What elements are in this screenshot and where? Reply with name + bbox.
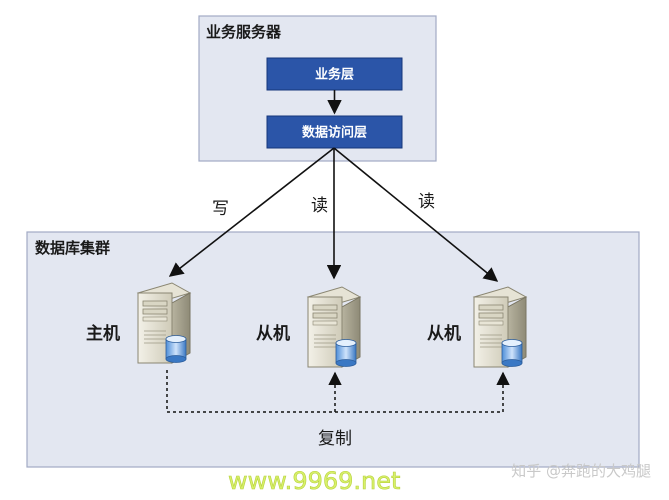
read-label-2: 读 — [418, 192, 435, 212]
data-access-layer-label: 数据访问层 — [302, 125, 367, 141]
replication-lines — [166, 370, 510, 413]
app-server-panel: 业务服务器 业务层 数据访问层 — [198, 15, 437, 162]
slave-node-2-label: 从机 — [427, 323, 461, 344]
data-access-layer-box: 数据访问层 — [266, 115, 403, 149]
db-cluster-title: 数据库集群 — [35, 239, 110, 257]
slave-node-1: 从机 — [256, 286, 361, 368]
watermark-credit: 知乎 @奔跑的大鸡腿 — [511, 462, 651, 480]
write-label: 写 — [212, 199, 229, 219]
slave-node-1-label: 从机 — [256, 323, 290, 344]
server-icon — [137, 282, 191, 364]
read-arrow-2 — [333, 147, 499, 282]
master-node-label: 主机 — [86, 323, 120, 344]
slave-node-2: 从机 — [427, 286, 527, 368]
master-node: 主机 — [86, 282, 191, 364]
app-server-title: 业务服务器 — [206, 23, 282, 41]
business-layer-box: 业务层 — [266, 57, 403, 91]
write-arrow — [168, 147, 335, 277]
watermark-url: www.9969.net — [228, 467, 400, 495]
replicate-label: 复制 — [318, 429, 352, 449]
read-label-1: 读 — [311, 196, 328, 216]
server-icon — [307, 286, 361, 368]
business-layer-label: 业务层 — [315, 67, 354, 83]
server-icon — [473, 286, 527, 368]
